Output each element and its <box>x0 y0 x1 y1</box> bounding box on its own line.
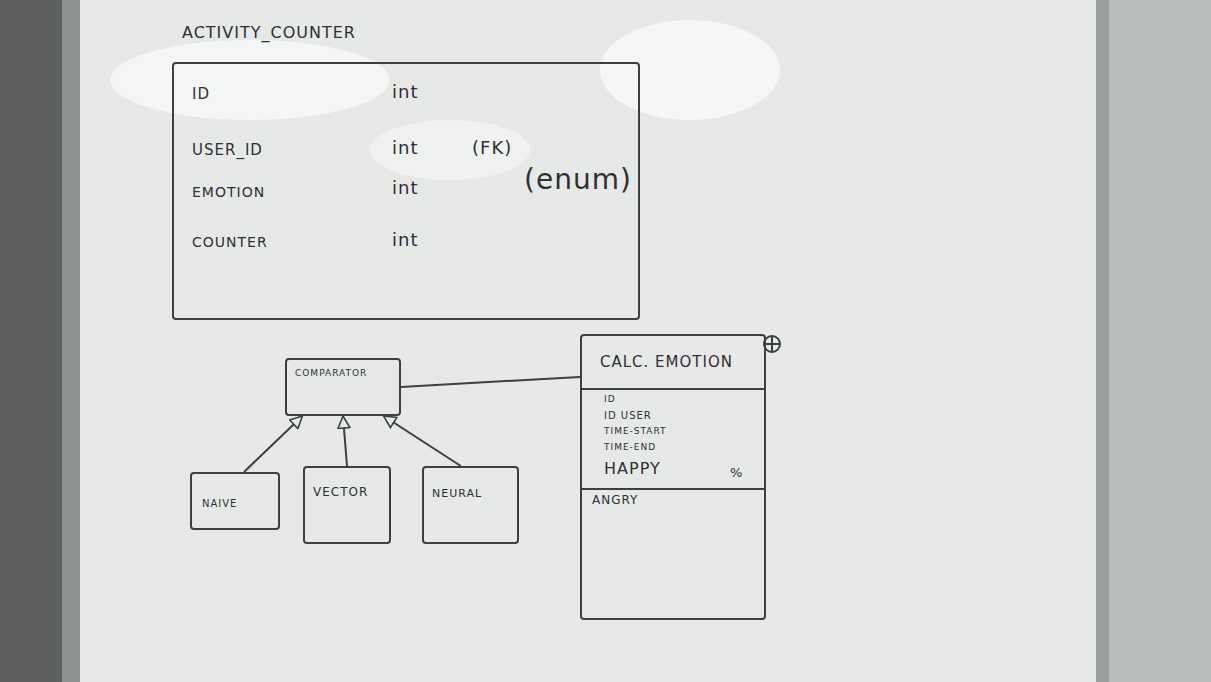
class-box: NAIVE <box>190 472 280 530</box>
field-text: EMOTION <box>192 184 265 200</box>
class-box: NEURAL <box>422 466 519 544</box>
inheritance-arrow <box>384 416 461 466</box>
field-text: TIME-START <box>604 426 667 436</box>
field-text: % <box>730 466 743 481</box>
field-text: (FK) <box>472 138 512 159</box>
entity-box: ACTIVITY_COUNTERIDintUSER_IDint(FK)EMOTI… <box>172 62 640 320</box>
field-text: int <box>392 82 418 103</box>
box-title: CALC. EMOTION <box>600 354 733 371</box>
box-title: COMPARATOR <box>295 368 367 378</box>
class-box: VECTOR <box>303 466 391 544</box>
field-text: int <box>392 230 418 251</box>
box-title: NAIVE <box>202 498 237 510</box>
class-box: COMPARATOR <box>285 358 401 416</box>
board-frame <box>1095 0 1109 682</box>
box-title: NEURAL <box>432 488 482 501</box>
glare <box>110 40 390 120</box>
glare <box>600 20 780 120</box>
field-text: ID <box>192 86 210 103</box>
add-symbol <box>764 336 780 352</box>
box-title: ACTIVITY_COUNTER <box>182 24 356 42</box>
inheritance-arrow <box>343 416 347 466</box>
field-text: int <box>392 178 418 199</box>
inheritance-arrow <box>244 416 302 472</box>
field-text: COUNTER <box>192 234 268 250</box>
field-text: HAPPY <box>604 460 661 478</box>
glare <box>370 120 530 180</box>
board-surface <box>80 0 1096 682</box>
board-frame <box>62 0 82 682</box>
association-line <box>401 377 580 387</box>
compartment-divider <box>582 388 764 390</box>
field-text: (enum) <box>524 164 632 196</box>
entity-box: CALC. EMOTION ID ID USER TIME-START TIME-END… <box>580 334 766 620</box>
field-text: TIME-END <box>604 442 656 452</box>
field-text: ID <box>604 394 616 404</box>
field-text: int <box>392 138 418 159</box>
field-text: USER_ID <box>192 142 263 159</box>
box-title: VECTOR <box>313 486 368 500</box>
field-text: ID USER <box>604 410 652 422</box>
compartment-divider <box>582 488 764 490</box>
field-text: ANGRY <box>592 494 638 508</box>
